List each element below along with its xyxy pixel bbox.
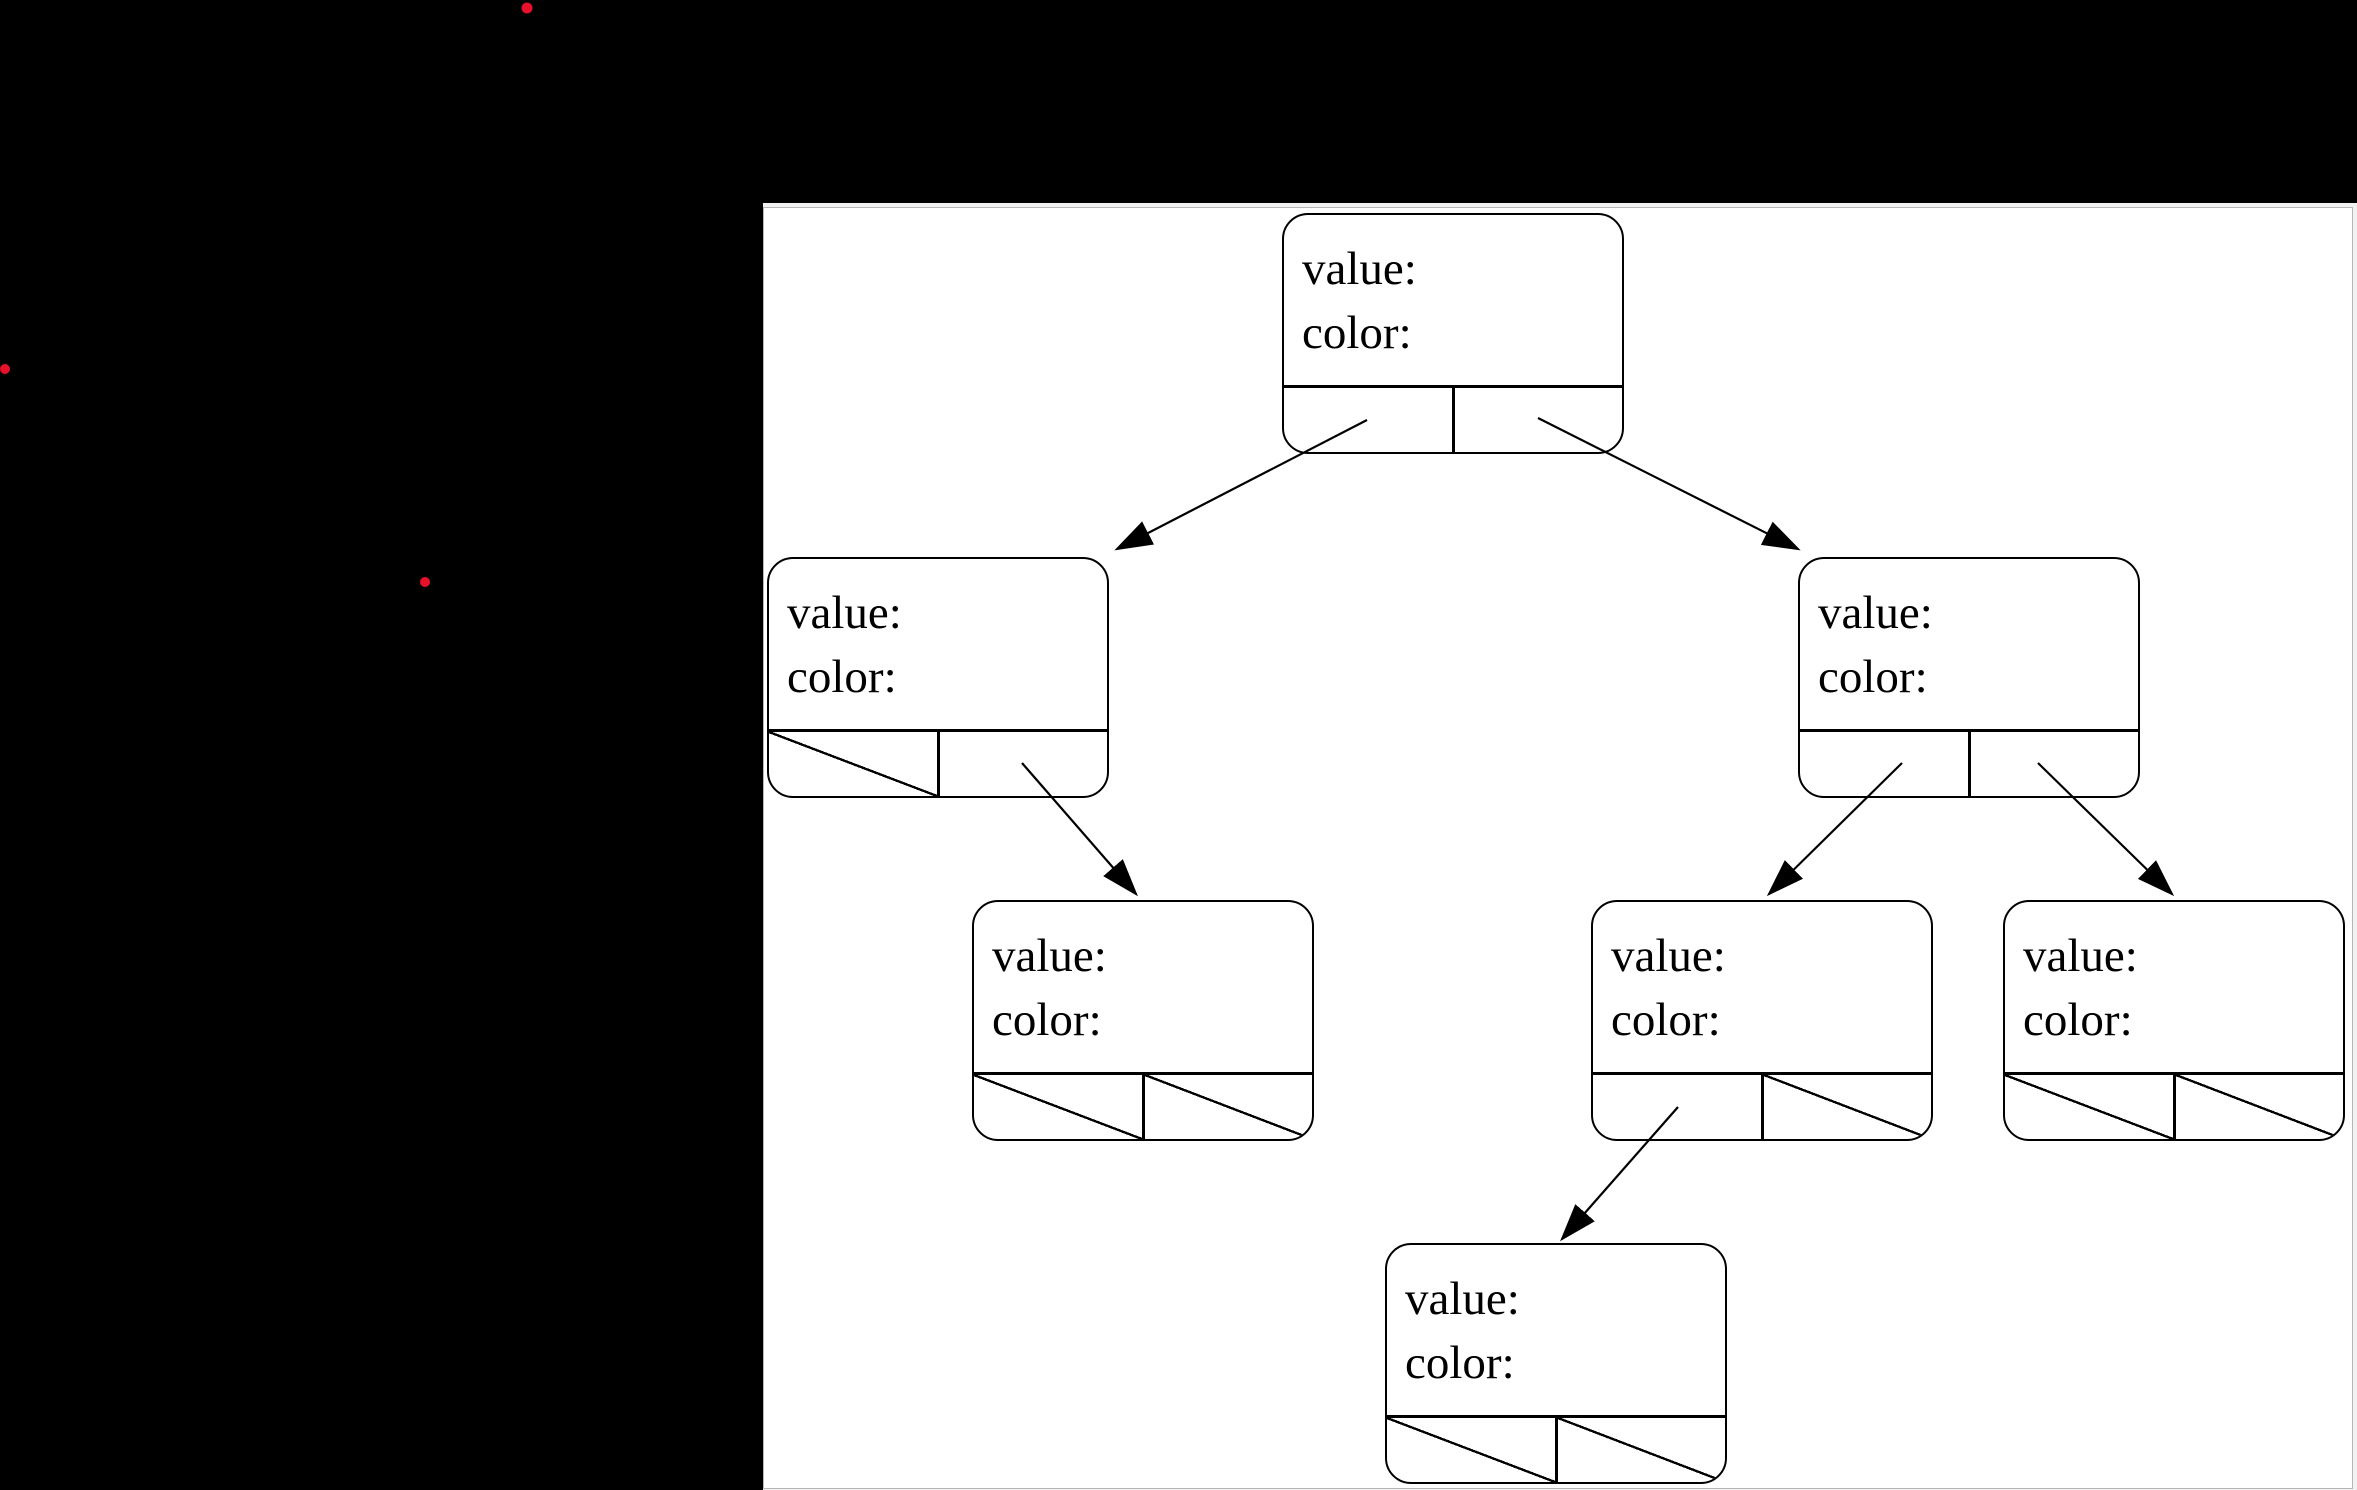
pointer-row [2005, 1072, 2343, 1139]
value-label: value: [1818, 587, 1933, 639]
node-labels: value: color: [1593, 902, 1931, 1072]
node-labels: value: color: [974, 902, 1312, 1072]
node-labels: value: color: [1800, 559, 2138, 729]
value-label: value: [787, 587, 902, 639]
right-child-pointer-cell [936, 732, 1108, 796]
node-labels: value: color: [1387, 1245, 1725, 1415]
tree-node-left-right-grandchild: value: color: [972, 900, 1314, 1141]
pointer-row [1800, 729, 2138, 796]
pointer-row [1593, 1072, 1931, 1139]
right-child-pointer-cell-null [1554, 1418, 1725, 1482]
color-label: color: [1611, 994, 1721, 1046]
color-label: color: [787, 651, 897, 703]
value-label: value: [1405, 1273, 1520, 1325]
right-child-pointer-cell-null [2172, 1075, 2343, 1139]
left-child-pointer-cell-null [2005, 1075, 2173, 1139]
color-label: color: [992, 994, 1102, 1046]
tree-node-right-right-grandchild: value: color: [2003, 900, 2345, 1141]
right-child-pointer-cell-null [1760, 1075, 1931, 1139]
color-label: color: [1302, 307, 1412, 359]
value-label: value: [2023, 930, 2138, 982]
red-dot [0, 364, 10, 374]
color-label: color: [1818, 651, 1928, 703]
tree-node-right-child: value: color: [1798, 557, 2140, 798]
right-child-pointer-cell [1451, 388, 1623, 452]
tree-node-root: value: color: [1282, 213, 1624, 454]
pointer-row [1284, 385, 1622, 452]
value-label: value: [992, 930, 1107, 982]
red-dot [521, 2, 533, 14]
pointer-row [974, 1072, 1312, 1139]
right-child-pointer-cell [1967, 732, 2139, 796]
tree-node-right-left-grandchild: value: color: [1591, 900, 1933, 1141]
color-label: color: [2023, 994, 2133, 1046]
value-label: value: [1302, 243, 1417, 295]
left-child-pointer-cell-null [974, 1075, 1142, 1139]
color-label: color: [1405, 1337, 1515, 1389]
node-labels: value: color: [1284, 215, 1622, 385]
right-child-pointer-cell-null [1141, 1075, 1312, 1139]
node-labels: value: color: [769, 559, 1107, 729]
node-labels: value: color: [2005, 902, 2343, 1072]
tree-node-right-left-left-node: value: color: [1385, 1243, 1727, 1484]
tree-node-left-child: value: color: [767, 557, 1109, 798]
pointer-row [1387, 1415, 1725, 1482]
left-child-pointer-cell-null [769, 732, 937, 796]
pointer-row [769, 729, 1107, 796]
red-dot [420, 577, 430, 587]
left-child-pointer-cell-null [1387, 1418, 1555, 1482]
value-label: value: [1611, 930, 1726, 982]
